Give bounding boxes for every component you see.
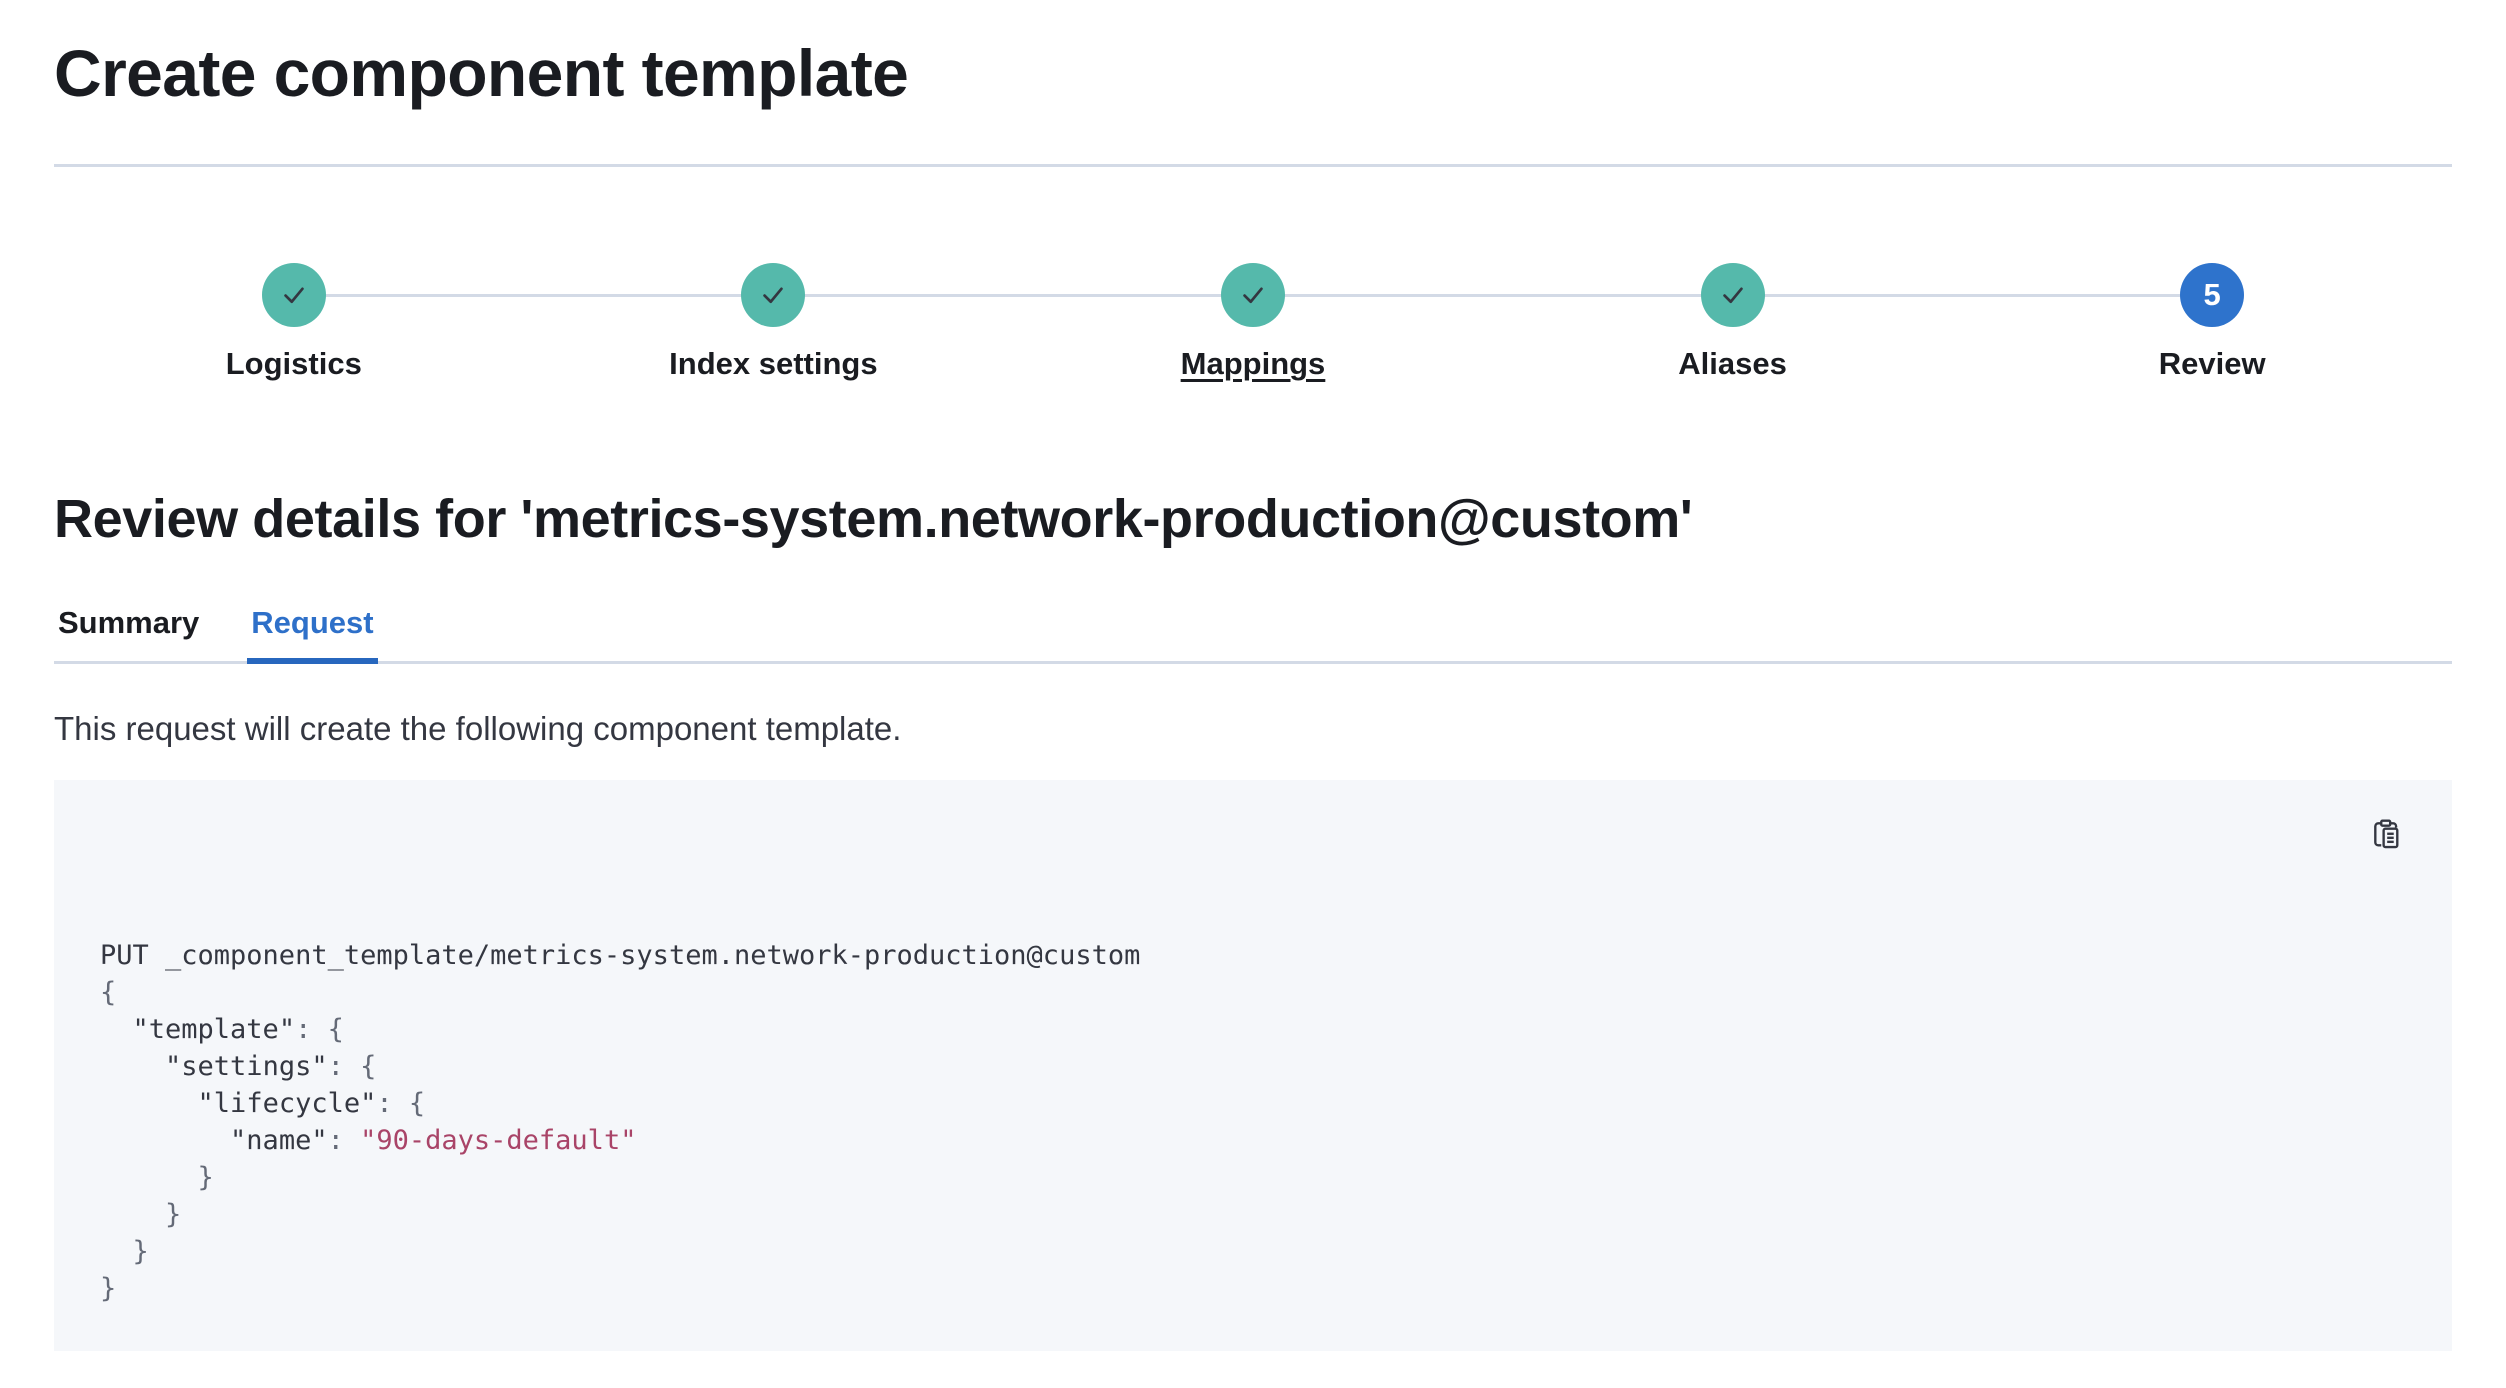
code-line: }: [100, 1162, 214, 1193]
code-line: PUT _component_template/metrics-system.n…: [100, 940, 1141, 971]
tab-request[interactable]: Request: [247, 605, 378, 664]
step-number: 5: [2203, 277, 2221, 312]
title-divider: [54, 164, 2452, 167]
check-icon: [1722, 287, 1743, 304]
copy-clipboard-icon: [2374, 819, 2399, 849]
step-label: Aliases: [1678, 346, 1787, 381]
code-line: }: [100, 1236, 149, 1267]
step-complete-circle: [1700, 263, 1765, 327]
tab-summary[interactable]: Summary: [54, 605, 203, 661]
code-line: "lifecycle": {: [197, 1088, 426, 1119]
check-icon: [763, 287, 784, 304]
request-description: This request will create the following c…: [54, 710, 902, 747]
copy-to-clipboard-button[interactable]: [2362, 810, 2410, 858]
code-line: {: [100, 977, 117, 1008]
step-complete-circle: [741, 263, 806, 327]
step-complete-circle: [1220, 263, 1285, 327]
code-line: }: [100, 1273, 117, 1304]
review-heading: Review details for 'metrics-system.netwo…: [54, 489, 1693, 549]
step-current-circle: 5: [2180, 263, 2245, 327]
code-content: PUT _component_template/metrics-system.n…: [100, 826, 2342, 1307]
code-line: }: [100, 1199, 182, 1230]
step-complete-circle: [261, 263, 326, 327]
request-code-block: PUT _component_template/metrics-system.n…: [54, 780, 2452, 1351]
step-aliases[interactable]: Aliases: [1493, 263, 1973, 383]
tabs: Summary Request: [54, 605, 2452, 664]
code-line: "name": "90-days-default": [230, 1125, 637, 1156]
code-line: "template": {: [132, 1014, 344, 1045]
step-label: Logistics: [225, 346, 362, 381]
check-icon: [284, 287, 304, 304]
code-line: "settings": {: [165, 1051, 377, 1082]
step-index-settings[interactable]: Index settings: [534, 263, 1014, 383]
create-component-template-page: Create component template Logistics Index…: [0, 34, 2506, 1388]
check-icon: [1243, 287, 1263, 304]
step-label: Index settings: [669, 346, 878, 381]
page-title: Create component template: [54, 36, 909, 110]
step-mappings[interactable]: Mappings: [1013, 263, 1493, 383]
step-logistics[interactable]: Logistics: [54, 263, 534, 383]
step-label: Mappings: [1180, 346, 1326, 381]
step-label: Review: [2158, 346, 2266, 381]
